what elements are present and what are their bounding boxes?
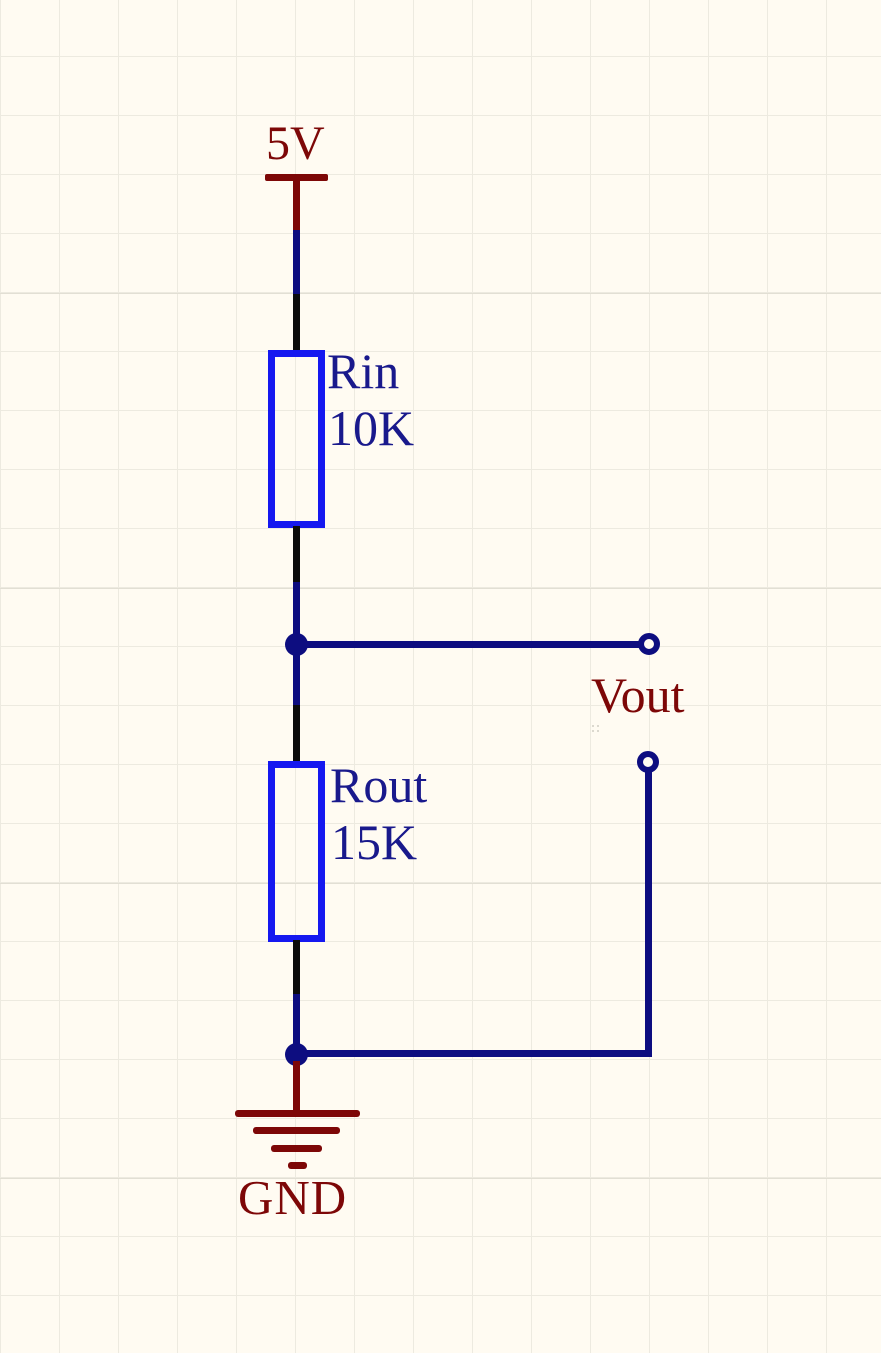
gnd-bar-2-icon bbox=[253, 1127, 340, 1134]
wire-5v-to-rin[interactable] bbox=[293, 230, 300, 296]
snap-dots-marker bbox=[592, 725, 600, 733]
rout-pin-top bbox=[293, 705, 300, 764]
gnd-label[interactable]: GND bbox=[238, 1170, 348, 1225]
rin-pin-top bbox=[293, 294, 300, 352]
junction-dot-gnd[interactable] bbox=[285, 1043, 308, 1066]
gnd-stem bbox=[293, 1061, 300, 1112]
gnd-bar-3-icon bbox=[271, 1145, 322, 1152]
wire-bottom-return[interactable] bbox=[293, 1050, 652, 1057]
rin-body[interactable] bbox=[268, 350, 325, 528]
rin-value-label[interactable]: 10K bbox=[328, 400, 415, 456]
rout-value-label[interactable]: 15K bbox=[331, 814, 418, 870]
power-bar-icon bbox=[265, 174, 328, 181]
wire-rout-to-gnd-junction[interactable] bbox=[293, 994, 300, 1056]
power-stem bbox=[293, 179, 300, 232]
power-port-5v-label[interactable]: 5V bbox=[266, 117, 325, 170]
vout-terminal-pin-top[interactable] bbox=[638, 633, 660, 655]
vout-terminal-pin-bottom[interactable] bbox=[637, 751, 659, 773]
wire-terminal-down-right-side[interactable] bbox=[645, 771, 652, 1054]
gnd-bar-4-icon bbox=[288, 1162, 307, 1169]
wire-junction-to-rout[interactable] bbox=[293, 650, 300, 707]
vout-net-label[interactable]: Vout bbox=[591, 667, 685, 723]
rout-pin-bottom bbox=[293, 940, 300, 996]
wire-junction-to-vout-terminal[interactable] bbox=[293, 641, 639, 648]
rout-designator-label[interactable]: Rout bbox=[330, 757, 428, 813]
rin-pin-bottom bbox=[293, 526, 300, 584]
rout-body[interactable] bbox=[268, 761, 325, 942]
rin-designator-label[interactable]: Rin bbox=[327, 343, 400, 399]
gnd-bar-1-icon bbox=[235, 1110, 360, 1117]
wire-rin-to-junction[interactable] bbox=[293, 582, 300, 638]
